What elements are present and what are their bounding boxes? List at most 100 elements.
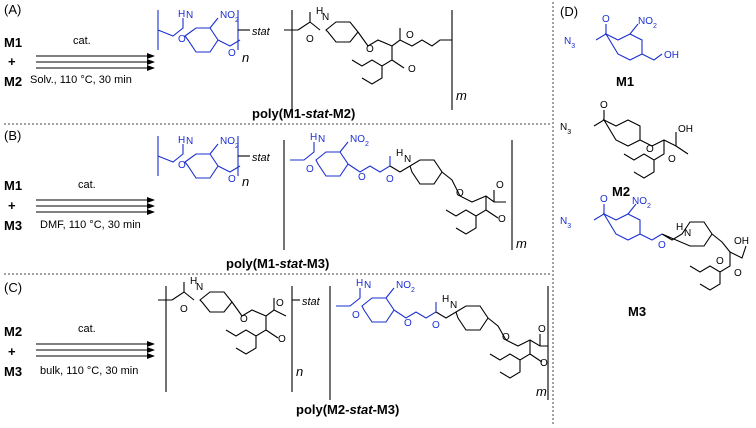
panel-c-plus: + (8, 344, 16, 359)
b-m3-n2: N (404, 154, 411, 165)
a-m1-no2: NO2 (220, 10, 239, 24)
a-m1-n: N (186, 10, 193, 21)
a-m2-h: H (316, 6, 323, 17)
a-stat: stat (252, 26, 271, 38)
c-m3-h2: H (442, 294, 449, 305)
c-m3-o-ether-3: O (540, 358, 548, 369)
b-m1-no2: NO2 (220, 136, 239, 150)
a-m1-h: H (178, 9, 185, 20)
a-n-sub: n (242, 50, 249, 65)
b-m1-n: N (186, 136, 193, 147)
panel-a-arrows (36, 53, 155, 71)
b-m3-o-carbamate-2: O (386, 174, 394, 185)
panel-a-monomer-2: M2 (4, 74, 22, 89)
c-m3-o-carbamate: O (404, 318, 412, 329)
b-m3-no2: NO2 (350, 134, 369, 148)
d-m3-o-carbamate: O (658, 240, 666, 251)
c-m2-o-ether-3: O (278, 334, 286, 345)
panel-b: (B) M1 + M3 cat. DMF, 110 °C, 30 min H N… (4, 128, 527, 271)
panel-b-monomer-1: M1 (4, 178, 22, 193)
panel-d: (D) N3 O NO2 OH M1 N3 O OH O O M2 N3 O N… (560, 4, 749, 319)
d-m1-o: O (602, 14, 610, 25)
panel-b-m1-unit: H N O NO2 O n (157, 135, 249, 189)
a-m1-o-carbonyl: O (178, 34, 186, 45)
panel-c: (C) M2 + M3 cat. bulk, 110 °C, 30 min H … (4, 276, 549, 417)
panel-a-catalyst: cat. (73, 35, 91, 47)
panel-b-arrows (36, 197, 155, 215)
d-m3-h: H (676, 222, 683, 233)
panel-d-m2-name: M2 (612, 184, 630, 199)
panel-b-monomer-2: M3 (4, 218, 22, 233)
panel-c-m2-unit: H N O O O O n (158, 276, 303, 392)
c-m3-o-ether-2: O (538, 324, 546, 335)
panel-a-conditions: Solv., 110 °C, 30 min (30, 74, 132, 86)
panel-d-m2-structure: N3 O OH O O (560, 100, 693, 179)
panel-d-m1-name: M1 (616, 74, 634, 89)
c-m3-n2: N (450, 300, 457, 311)
b-stat: stat (252, 152, 271, 164)
c-m2-o-ether-2: O (276, 298, 284, 309)
c-m3-h: H (356, 278, 363, 289)
panel-b-label: (B) (4, 128, 21, 143)
b-m1-o-carbonyl: O (178, 160, 186, 171)
panel-b-product: poly(M1-stat-M3) (226, 256, 329, 271)
d-m2-o-ether-1: O (646, 144, 654, 155)
d-m2-o: O (600, 100, 608, 111)
d-m3-o-ether-1: O (716, 256, 724, 267)
b-m-sub: m (516, 236, 527, 251)
d-m3-o-ether-2: O (734, 268, 742, 279)
d-m3-o: O (600, 194, 608, 205)
c-m3-o-ether-1: O (502, 332, 510, 343)
b-m3-n: N (318, 134, 325, 145)
c-m3-o-carbonyl: O (352, 310, 360, 321)
c-m-sub: m (536, 384, 547, 399)
panel-a-product: poly(M1-stat-M2) (252, 106, 355, 121)
c-m2-o-ether-1: O (240, 314, 248, 325)
d-m1-oh: OH (664, 50, 679, 61)
panel-c-product: poly(M2-stat-M3) (296, 402, 399, 417)
b-m3-o-ether-3: O (498, 214, 506, 225)
panel-b-conditions: DMF, 110 °C, 30 min (40, 219, 141, 231)
b-m1-o-ether: O (228, 174, 236, 185)
panel-a-plus: + (8, 54, 16, 69)
a-m2-o-ether-2: O (406, 30, 414, 41)
a-m1-o-ether: O (228, 48, 236, 59)
b-m3-o-carbonyl: O (306, 164, 314, 175)
a-m2-o-ether-1: O (366, 44, 374, 55)
b-n-sub: n (242, 174, 249, 189)
d-m3-n: N (684, 228, 691, 239)
panel-b-catalyst: cat. (78, 179, 96, 191)
b-m3-h: H (310, 132, 317, 143)
c-m2-h: H (190, 276, 197, 287)
panel-a-monomer-1: M1 (4, 35, 22, 50)
a-m2-o-ether-3: O (408, 64, 416, 75)
d-m3-no2: NO2 (632, 196, 651, 210)
a-m2-n: N (322, 12, 329, 23)
panel-b-m3-unit: H N O NO2 O O H N O O O m (283, 132, 527, 251)
panel-d-m3-structure: N3 O NO2 O H N OH O O (560, 194, 749, 291)
panel-b-plus: + (8, 198, 16, 213)
d-m3-oh: OH (734, 236, 749, 247)
c-m3-no2: NO2 (396, 280, 415, 294)
c-m2-o-carbonyl: O (180, 304, 188, 315)
panel-c-conditions: bulk, 110 °C, 30 min (40, 365, 138, 377)
b-m3-o-carbamate: O (358, 172, 366, 183)
d-m2-oh: OH (678, 124, 693, 135)
a-m-sub: m (456, 88, 467, 103)
a-m2-o-carbonyl: O (306, 34, 314, 45)
panel-d-label: (D) (560, 4, 578, 19)
panel-a-m1-unit: H N O NO2 O n (157, 9, 249, 65)
panel-d-m1-structure: N3 O NO2 OH (564, 14, 679, 61)
panel-c-monomer-2: M3 (4, 364, 22, 379)
panel-c-catalyst: cat. (78, 323, 96, 335)
c-stat: stat (302, 296, 321, 308)
panel-a: (A) M1 + M2 cat. Solv., 110 °C, 30 min H… (4, 2, 467, 121)
b-m1-h: H (178, 135, 185, 146)
d-m3-n3: N3 (560, 216, 571, 230)
b-m3-o-ether-2: O (496, 180, 504, 191)
d-m1-no2: NO2 (638, 16, 657, 30)
d-m1-n3: N3 (564, 36, 575, 50)
b-m3-h2: H (396, 148, 403, 159)
panel-d-m3-name: M3 (628, 304, 646, 319)
panel-c-monomer-1: M2 (4, 324, 22, 339)
